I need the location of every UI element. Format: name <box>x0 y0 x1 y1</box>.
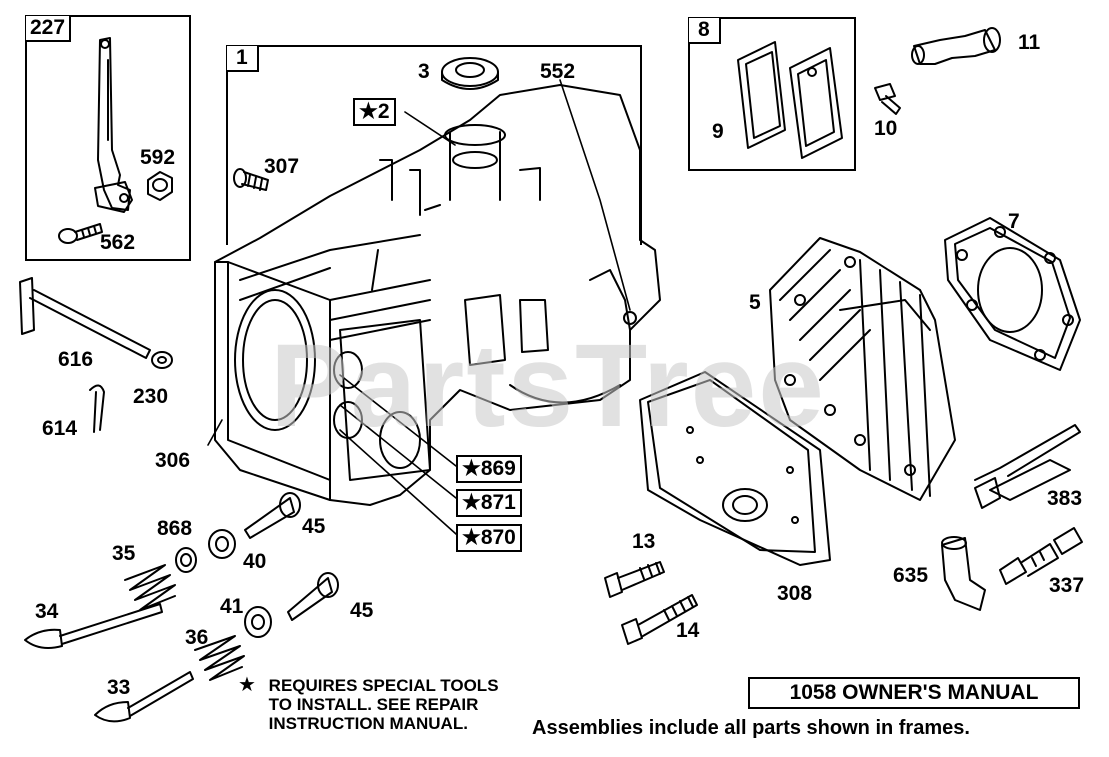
cylinder-block-drawing <box>214 84 661 506</box>
screw-10-drawing <box>874 83 901 115</box>
valve-33-drawing <box>94 671 194 723</box>
nut-592-drawing <box>147 171 173 201</box>
note-line-2: TO INSTALL. SEE REPAIR <box>268 695 479 714</box>
part-label-869[interactable]: ★869 <box>456 455 522 483</box>
control-lever-drawing <box>94 37 133 213</box>
part-label-5[interactable]: 5 <box>749 291 761 314</box>
part-label-14[interactable]: 14 <box>676 619 700 642</box>
part-label-10[interactable]: 10 <box>874 117 898 140</box>
gasket-9-drawing <box>737 41 786 149</box>
part-label-40[interactable]: 40 <box>243 550 267 573</box>
part-label-592[interactable]: 592 <box>140 146 176 169</box>
part-label-45-upper[interactable]: 45 <box>302 515 326 538</box>
breather-tube-11-drawing <box>911 27 1001 65</box>
part-label-871[interactable]: ★871 <box>456 489 522 517</box>
star-icon: ★ <box>238 674 256 696</box>
part-label-383[interactable]: 383 <box>1047 487 1083 510</box>
watermark: PartsTree <box>270 320 826 452</box>
rod-616-drawing <box>19 277 151 359</box>
breather-10-drawing <box>789 47 843 159</box>
valve-34-drawing <box>24 603 163 649</box>
part-label-33[interactable]: 33 <box>107 676 131 699</box>
part-label-7[interactable]: 7 <box>1008 210 1020 233</box>
frame-8 <box>688 17 856 171</box>
part-label-41[interactable]: 41 <box>220 595 244 618</box>
spring-36-drawing <box>194 635 245 681</box>
part-label-8[interactable]: 8 <box>689 18 721 44</box>
part-label-230[interactable]: 230 <box>133 385 169 408</box>
part-label-562[interactable]: 562 <box>100 231 136 254</box>
part-label-614[interactable]: 614 <box>42 417 78 440</box>
part-label-34[interactable]: 34 <box>35 600 59 623</box>
washer-230-drawing <box>151 351 173 369</box>
part-label-13[interactable]: 13 <box>632 530 656 553</box>
screw-562-drawing <box>58 223 103 244</box>
bolt-14-drawing <box>621 594 698 645</box>
part-label-36[interactable]: 36 <box>185 626 209 649</box>
part-label-45-lower[interactable]: 45 <box>350 599 374 622</box>
part-label-868[interactable]: 868 <box>157 517 193 540</box>
oil-seal-drawing <box>441 57 499 90</box>
part-label-306[interactable]: 306 <box>155 449 191 472</box>
part-label-227[interactable]: 227 <box>26 16 72 42</box>
clip-614-drawing <box>89 384 105 433</box>
assemblies-footer-note: Assemblies include all parts shown in fr… <box>532 717 970 739</box>
part-label-9[interactable]: 9 <box>712 120 724 143</box>
retainer-40-drawing <box>208 529 236 559</box>
spring-35-drawing <box>124 564 176 611</box>
bolt-13-drawing <box>604 561 665 598</box>
part-label-35[interactable]: 35 <box>112 542 136 565</box>
tappet-45b-drawing <box>287 572 339 621</box>
screw-307-drawing <box>233 168 269 191</box>
owners-manual-reference: 1058 OWNER'S MANUAL <box>748 677 1080 709</box>
note-line-3: INSTRUCTION MANUAL. <box>268 714 468 733</box>
plug-boot-635-drawing <box>941 536 986 611</box>
part-label-337[interactable]: 337 <box>1049 574 1085 597</box>
dipstick-383-drawing <box>974 424 1081 509</box>
special-tools-note: ★ REQUIRES SPECIAL TOOLS TO INSTALL. SEE… <box>238 674 499 733</box>
part-label-870[interactable]: ★870 <box>456 524 522 552</box>
tappet-45a-drawing <box>244 492 301 539</box>
part-label-307[interactable]: 307 <box>264 155 300 178</box>
frame-227 <box>25 15 191 261</box>
part-label-635[interactable]: 635 <box>893 564 929 587</box>
cylinder-head-5-drawing <box>769 237 956 501</box>
part-label-552[interactable]: 552 <box>540 60 576 83</box>
head-gasket-7-drawing <box>944 217 1081 371</box>
note-line-1: REQUIRES SPECIAL TOOLS <box>268 676 499 695</box>
part-label-308[interactable]: 308 <box>777 582 813 605</box>
part-label-616[interactable]: 616 <box>58 348 94 371</box>
part-label-1[interactable]: 1 <box>227 46 259 72</box>
retainer-868-drawing <box>175 547 197 573</box>
frame-1 <box>226 45 642 245</box>
spark-plug-337-drawing <box>999 527 1083 585</box>
part-label-11[interactable]: 11 <box>1018 31 1041 54</box>
retainer-41-drawing <box>244 606 272 638</box>
part-label-2[interactable]: ★2 <box>353 98 396 126</box>
leader-lines <box>207 79 631 535</box>
cylinder-shield-308-drawing <box>639 371 831 566</box>
part-label-3[interactable]: 3 <box>418 60 430 83</box>
